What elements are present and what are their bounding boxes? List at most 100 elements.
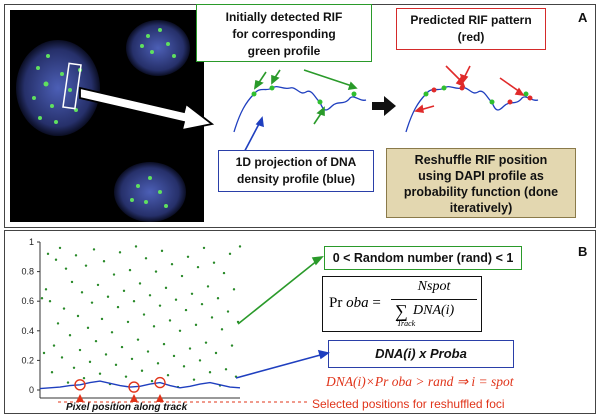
scatter-point: [228, 252, 232, 256]
scatter-point: [230, 344, 234, 347]
scatter-point: [40, 297, 44, 300]
panel-a-label: A: [578, 10, 588, 25]
scatter-point: [80, 291, 84, 294]
scatter-point: [172, 354, 176, 358]
reshuffle-line-4: iteratively): [449, 201, 513, 215]
scatter-point: [132, 300, 136, 303]
scatter-point: [188, 347, 192, 350]
scatter-point: [214, 351, 218, 355]
scatter-point: [166, 374, 170, 377]
scatter-point: [238, 245, 242, 248]
panel-b-label: B: [578, 244, 588, 259]
scatter-point: [106, 295, 110, 298]
scatter-point: [50, 371, 54, 374]
random-number-text: 0 < Random number (rand) < 1: [332, 251, 514, 265]
scatter-point: [156, 362, 160, 365]
selected-position-circle: [128, 381, 140, 393]
scatter-point: [58, 246, 62, 250]
scatter-point: [56, 322, 60, 325]
scatter-point: [68, 334, 72, 337]
selection-condition: DNA(i)×Pr oba > rand ⇒ i = spot: [326, 374, 514, 389]
predicted-line-1: Predicted RIF pattern: [410, 13, 532, 27]
scatter-point: [60, 356, 64, 359]
scatter-point: [184, 308, 188, 312]
scatter-point: [182, 365, 186, 368]
scatter-point: [130, 357, 134, 361]
initial-rif-line-2: for corresponding: [232, 27, 336, 41]
scatter-point: [210, 316, 214, 319]
scatter-point: [76, 314, 80, 318]
scatter-point: [152, 325, 156, 328]
scatter-point: [234, 375, 238, 378]
scatter-point: [70, 280, 74, 284]
scatter-point: [100, 317, 104, 321]
scatter-point: [62, 307, 66, 310]
scatter-point: [162, 342, 166, 346]
scatter-point: [140, 369, 144, 372]
reshuffle-box: Reshuffle RIF position using DAPI profil…: [386, 148, 576, 218]
y-tick-label: 0.2: [21, 355, 34, 365]
scatter-point: [180, 274, 184, 278]
scatter-point: [90, 301, 94, 304]
track-selection-box: [62, 62, 82, 110]
step-arrow: [372, 96, 396, 116]
reshuffle-line-3: probability function (done: [403, 185, 559, 199]
scatter-point: [74, 254, 78, 257]
scatter-point: [124, 375, 128, 378]
scatter-point: [138, 282, 142, 285]
scatter-point: [92, 248, 96, 251]
scatter-point: [110, 331, 114, 334]
selected-position-marker: [130, 394, 138, 402]
formula-numerator: Nspot: [417, 279, 451, 294]
scatter-point: [226, 310, 230, 313]
scatter-point: [186, 255, 190, 258]
scatter-point: [158, 304, 162, 307]
scatter-point: [178, 329, 182, 332]
scatter-point: [128, 268, 132, 272]
formula-sum: ∑: [395, 301, 408, 321]
scatter-chart: 00.20.40.60.81: [21, 237, 242, 402]
scatter-point: [44, 288, 48, 291]
nucleus-top-right: [126, 20, 190, 76]
scatter-point: [174, 298, 178, 301]
scatter-point: [78, 348, 82, 352]
formula-equals: =: [368, 295, 381, 311]
initial-rif-line-1: Initially detected RIF: [225, 10, 343, 24]
scatter-point: [170, 263, 174, 266]
scatter-point: [200, 302, 204, 306]
scatter-point: [52, 344, 56, 347]
scatter-point: [216, 297, 220, 300]
scatter-point: [82, 376, 86, 380]
scatter-point: [118, 251, 122, 254]
scatter-point: [88, 360, 92, 364]
projection-line-2: density profile (blue): [236, 172, 355, 186]
scatter-point: [154, 270, 158, 273]
formula-pr: Pr: [329, 295, 343, 311]
y-tick-label: 0: [29, 385, 34, 395]
scatter-point: [232, 288, 236, 291]
scatter-point: [112, 273, 116, 276]
scatter-point: [104, 353, 108, 356]
scatter-point: [160, 249, 164, 253]
scatter-point: [146, 350, 150, 353]
scatter-point: [142, 313, 146, 316]
selected-position-circle: [154, 376, 166, 389]
scatter-point: [220, 328, 224, 331]
panel-a-profiles: [233, 65, 539, 161]
scatter-point: [192, 378, 196, 381]
scatter-point: [54, 258, 58, 261]
y-tick-label: 0.4: [21, 326, 34, 336]
scatter-point: [102, 260, 106, 263]
scatter-point: [114, 363, 118, 367]
random-number-box: 0 < Random number (rand) < 1: [324, 246, 522, 270]
scatter-point: [48, 300, 52, 303]
scatter-point: [126, 320, 130, 324]
scatter-point: [136, 338, 140, 341]
selected-position-circle: [74, 379, 86, 391]
scatter-point: [208, 371, 212, 374]
scatter-point: [202, 246, 206, 250]
product-box: DNA(i) x Proba: [328, 340, 514, 368]
scatter-point: [190, 292, 194, 295]
y-tick-label: 1: [29, 237, 34, 247]
scatter-point: [198, 359, 202, 362]
